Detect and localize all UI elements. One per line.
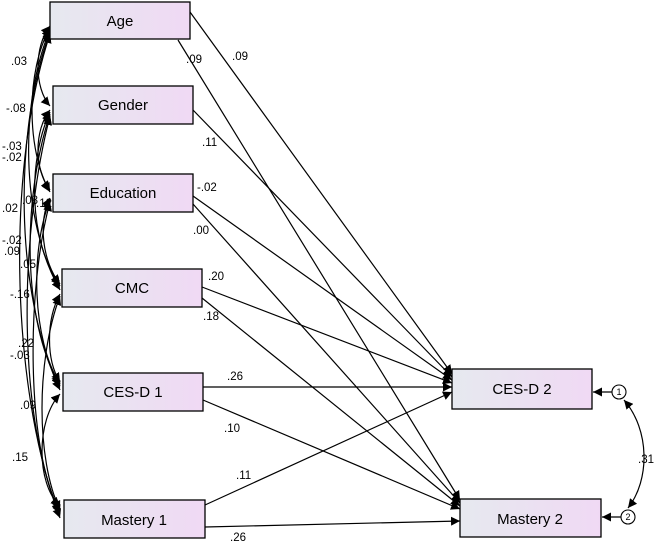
box-cesd2-label: CES-D 2 bbox=[492, 381, 551, 398]
coef-cmc-cesd2: .20 bbox=[208, 271, 224, 283]
coef-cesd1-mastery2: .10 bbox=[224, 423, 240, 435]
coef-mastery1-cesd2: .11 bbox=[236, 470, 251, 482]
cov-cesd1-mastery1 bbox=[41, 393, 61, 507]
cov-label-4: -.02 bbox=[2, 152, 22, 164]
path-gender-cesd2 bbox=[192, 109, 453, 378]
cov-label-6: .08 bbox=[22, 195, 38, 207]
box-gender[interactable]: Gender bbox=[52, 85, 194, 125]
box-education-label: Education bbox=[90, 185, 157, 202]
box-age-label: Age bbox=[107, 13, 134, 30]
path-cesd1-mastery2 bbox=[202, 399, 461, 510]
coef-gender-cesd2: .11 bbox=[202, 137, 217, 149]
path-labels: .09 .09 .11 -.02 .00 .20 .18 .26 .10 .11… bbox=[186, 51, 251, 542]
error-e1-label: 1 bbox=[616, 387, 621, 397]
error-e1: 1 bbox=[593, 384, 627, 400]
cov-age-cmc bbox=[28, 29, 61, 291]
coef-education-mastery2: .00 bbox=[193, 225, 209, 237]
error-e2-label: 2 bbox=[625, 512, 630, 522]
path-mastery1-cesd2 bbox=[204, 391, 453, 506]
cov-label-13: -.03 bbox=[10, 350, 30, 362]
coef-age-cesd2: .09 bbox=[232, 51, 248, 63]
cov-label-7: .12 bbox=[36, 198, 52, 210]
coef-education-cesd2: -.02 bbox=[197, 182, 217, 194]
covariance-arcs bbox=[19, 25, 62, 519]
cov-errors-label: .31 bbox=[638, 454, 654, 466]
box-mastery2[interactable]: Mastery 2 bbox=[459, 498, 602, 538]
coef-age-mastery2: .09 bbox=[186, 54, 202, 66]
coef-mastery1-mastery2: .26 bbox=[230, 532, 246, 542]
cov-age-education bbox=[31, 27, 51, 193]
path-mastery1-mastery2 bbox=[204, 516, 461, 528]
cov-education-cesd1 bbox=[36, 199, 61, 385]
path-education-mastery2 bbox=[192, 203, 461, 504]
path-cmc-mastery2 bbox=[201, 297, 461, 507]
cov-education-mastery1 bbox=[32, 201, 61, 513]
box-mastery1[interactable]: Mastery 1 bbox=[63, 499, 206, 539]
path-cmc-cesd2 bbox=[201, 286, 453, 384]
box-education[interactable]: Education bbox=[52, 173, 194, 213]
box-cesd1-label: CES-D 1 bbox=[103, 384, 162, 401]
cov-label-3: -.03 bbox=[2, 141, 22, 153]
path-age-cesd2 bbox=[189, 11, 453, 375]
cov-label-2: -.08 bbox=[6, 103, 26, 115]
path-education-cesd2 bbox=[192, 195, 453, 381]
cov-label-5: .02 bbox=[2, 203, 18, 215]
covariance-labels: .03 -.08 -.03 -.02 .02 .08 .12 -.02 .09 … bbox=[2, 56, 52, 464]
cov-label-15: .15 bbox=[12, 452, 28, 464]
error-e2: 2 bbox=[602, 509, 636, 525]
box-cesd2[interactable]: CES-D 2 bbox=[451, 368, 593, 410]
cov-label-10: .05 bbox=[20, 259, 36, 271]
cov-label-12: .22 bbox=[18, 338, 34, 350]
cov-label-9: .09 bbox=[4, 246, 20, 258]
cov-errors bbox=[623, 399, 645, 509]
box-age[interactable]: Age bbox=[49, 1, 191, 40]
box-cesd1[interactable]: CES-D 1 bbox=[62, 372, 204, 412]
coef-cesd1-cesd2: .26 bbox=[227, 371, 243, 383]
cov-label-8: -.02 bbox=[2, 235, 22, 247]
cov-label-14: .09 bbox=[20, 400, 36, 412]
box-mastery1-label: Mastery 1 bbox=[101, 512, 167, 529]
box-mastery2-label: Mastery 2 bbox=[497, 511, 563, 528]
cov-label-11: -.16 bbox=[10, 289, 30, 301]
cov-label-1: .03 bbox=[11, 56, 27, 68]
box-cmc-label: CMC bbox=[115, 280, 149, 297]
box-cmc[interactable]: CMC bbox=[61, 268, 203, 308]
path-age-mastery2 bbox=[177, 39, 461, 501]
coef-cmc-mastery2: .18 bbox=[203, 311, 219, 323]
box-gender-label: Gender bbox=[98, 97, 148, 114]
regression-paths bbox=[177, 11, 461, 528]
